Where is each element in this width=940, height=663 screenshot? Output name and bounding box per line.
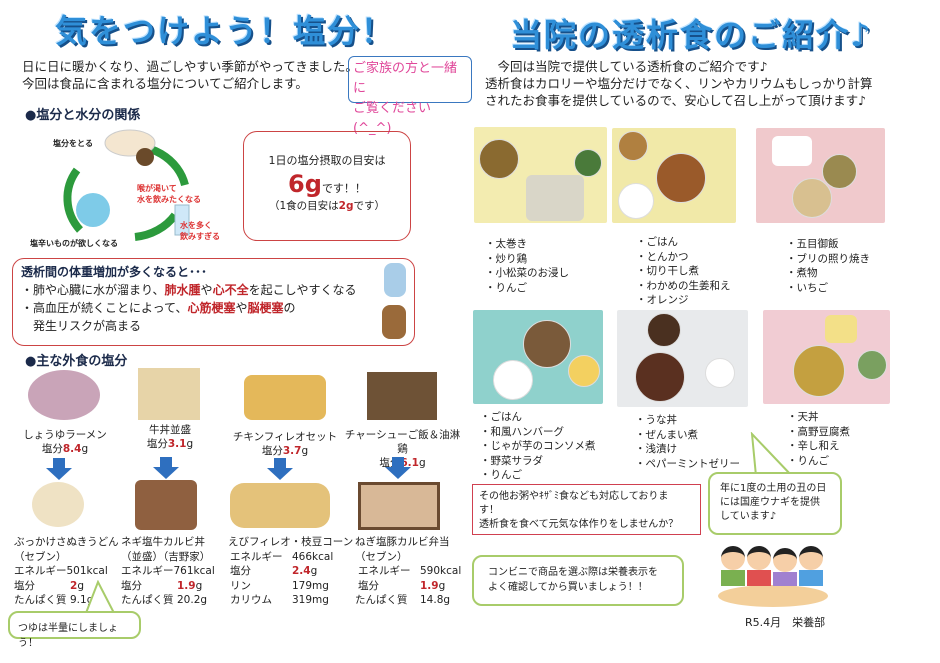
down-arrow-icon	[267, 458, 293, 480]
tsuyu-note: つゆは半量にしましょう！	[8, 611, 141, 649]
before-item: しょうゆラーメン塩分8.4g	[23, 429, 107, 455]
menu-list-1: ・太巻き・炒り鶏・小松菜のお浸し・りんご	[485, 238, 569, 294]
down-arrow-icon	[46, 458, 72, 480]
meal-photo-1	[474, 127, 607, 223]
right-intro: 今回は当院で提供している透析食のご紹介です♪透析食はカロリーや塩分だけでなく、リ…	[485, 59, 873, 108]
before-item: チャーシューご飯＆油淋鶏塩分6.1g	[344, 429, 461, 469]
section-salt-water: ●塩分と水分の関係	[25, 108, 141, 123]
family-note-line: ご家族の方と一緒に	[353, 61, 458, 96]
kids-eating-illustration	[713, 540, 831, 610]
down-arrow-icon	[385, 457, 411, 479]
daily-salt-guide: 1日の塩分摂取の目安は 6gです！！ （1食の目安は2gです）	[243, 131, 411, 241]
guide-value: 6g	[288, 170, 322, 198]
guide-suffix: です！！	[321, 182, 366, 195]
guide-line: 1日の塩分摂取の目安は	[268, 154, 386, 167]
callout-tail-icon	[750, 432, 793, 477]
cycle-label: 水を多く飲みすぎる	[180, 221, 220, 241]
before-item: 牛丼並盛塩分3.1g	[146, 424, 194, 450]
ebi-fileo-photo	[230, 483, 330, 528]
family-note-line: ご覧ください(^_^)	[353, 101, 432, 136]
karubi-don-photo	[135, 480, 197, 530]
meal-photo-4	[473, 310, 603, 404]
bento-photo	[367, 372, 437, 420]
left-intro: 日に日に暖かくなり、過ごしやすい季節がやってきました。 今回は食品に含まれる塩分…	[22, 58, 358, 92]
meal-photo-2	[612, 128, 736, 223]
intro-line: 今回は食品に含まれる塩分についてご紹介します。	[22, 76, 308, 91]
menu-list-5: ・うな丼・ぜんまい煮・浅漬け・ペパーミントゼリー	[635, 414, 740, 470]
conbini-note: コンビニで商品を選ぶ際は栄養表示をよく確認してから買いましょう！！	[472, 555, 684, 606]
menu-list-6: ・天丼・高野豆腐煮・辛し和え・りんご	[787, 411, 850, 467]
family-note: ご家族の方と一緒に ご覧ください(^_^)	[348, 56, 472, 136]
butakarubi-bento-photo	[358, 482, 440, 530]
meal-photo-3	[756, 128, 885, 223]
ramen-photo	[28, 370, 100, 420]
intro-line: 日に日に暖かくなり、過ごしやすい季節がやってきました。	[22, 59, 358, 74]
footer-date-dept: R5.4月 栄養部	[745, 616, 826, 629]
cycle-label: 塩分をとる	[53, 139, 93, 148]
other-diet-note: その他お粥やｷｻﾞﾐ食なども対応しております！透析食を食べて元気な体作りをしませ…	[472, 484, 701, 535]
callout-tail-icon	[85, 580, 115, 614]
menu-list-4: ・ごはん・和風ハンバーグ・じゃが芋のコンソメ煮・野菜サラダ・りんご	[480, 411, 596, 481]
down-arrow-icon	[153, 457, 179, 479]
headache-illustration-icon	[382, 305, 406, 339]
meal-photo-6	[763, 310, 890, 404]
menu-list-2: ・ごはん・とんかつ・切り干し煮・わかめの生姜和え・オレンジ	[636, 236, 731, 306]
chicken-set-photo	[244, 375, 326, 420]
eel-note: 年に1度の土用の丑の日には国産ウナギを提供しています♪	[708, 472, 842, 535]
cycle-label: 塩辛いものが欲しくなる	[30, 239, 118, 248]
menu-list-3: ・五目御飯・ブリの照り焼き・煮物・いちご	[786, 238, 870, 294]
gyudon-photo	[138, 368, 200, 420]
weight-gain-warning: 透析間の体重増加が多くなると･･･ ・肺や心臓に水が溜まり、肺水腫や心不全を起こ…	[12, 258, 415, 346]
section-eating-out: ●主な外食の塩分	[25, 354, 128, 369]
person-illustration-icon	[384, 263, 406, 297]
udon-photo	[32, 482, 84, 527]
left-title: 気をつけよう！塩分！	[55, 12, 396, 50]
warning-line: ・肺や心臓に水が溜まり、肺水腫や心不全を起こしやすくなる	[21, 283, 357, 297]
warning-line: 発生リスクが高まる	[33, 319, 142, 333]
meal-guide-value: 2g	[338, 200, 354, 212]
salt-water-cycle-diagram: 塩分をとる 喉が渇いて水を飲みたくなる 水を多く飲みすぎる 塩辛いものが欲しくな…	[25, 125, 225, 250]
warning-head: 透析間の体重増加が多くなると･･･	[21, 265, 208, 279]
right-title: 当院の透析食のご紹介♪	[510, 16, 873, 54]
cycle-label: 喉が渇いて水を飲みたくなる	[137, 184, 201, 204]
meal-photo-5	[617, 310, 748, 407]
warning-line: ・高血圧が続くことによって、心筋梗塞や脳梗塞の	[21, 301, 296, 315]
cycle-arrows-icon	[63, 129, 190, 241]
before-item: チキンフィレオセット塩分3.7g	[232, 431, 338, 457]
